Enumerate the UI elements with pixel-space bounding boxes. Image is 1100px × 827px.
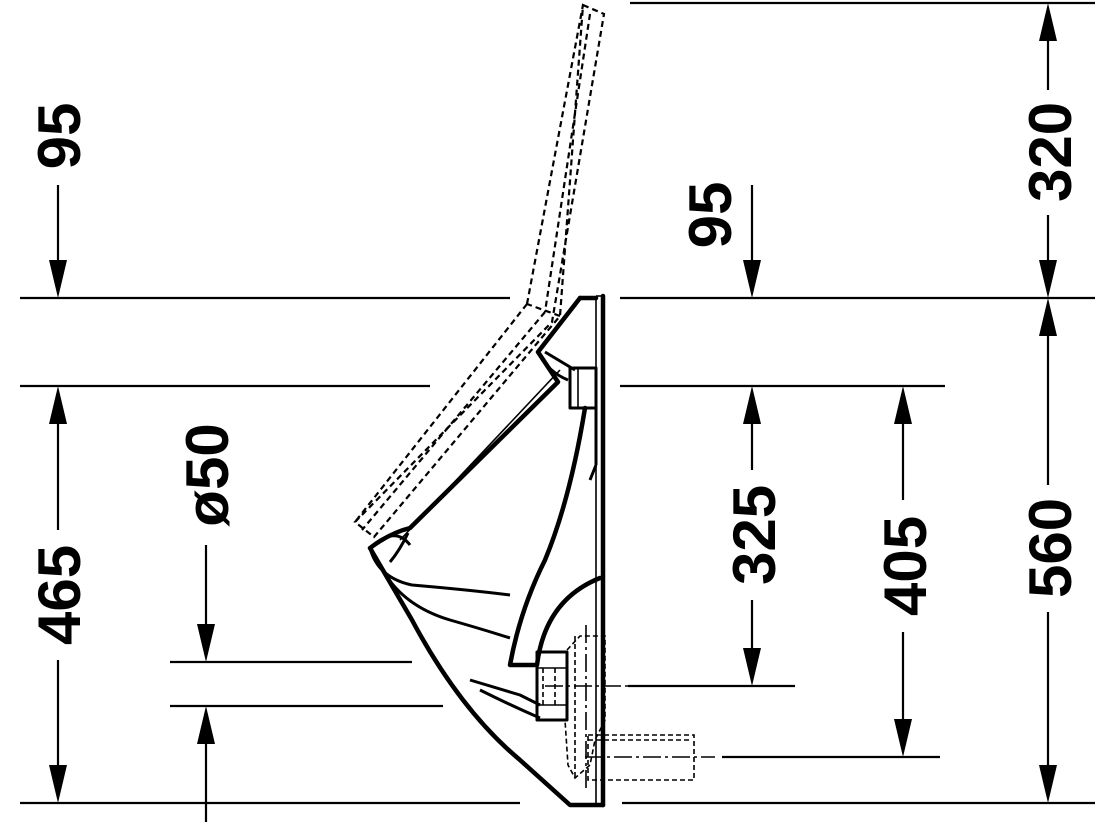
bowl-inner	[368, 547, 511, 597]
outer-shell	[367, 295, 606, 808]
dim-total-height: 560	[1017, 498, 1084, 598]
dim-diameter: ø50	[174, 423, 241, 526]
dim-left-height: 465	[26, 545, 93, 645]
inlet-connector	[568, 366, 598, 410]
extension-lines	[20, 1, 1095, 805]
lid-open-outline	[353, 3, 606, 539]
drain-pipe-hidden	[545, 625, 715, 790]
dim-top-left: 95	[26, 103, 93, 170]
rear-channel	[507, 405, 603, 668]
urinal-body	[367, 293, 606, 808]
dim-top-mid: 95	[677, 182, 744, 249]
dim-top-right: 320	[1017, 102, 1084, 202]
dim-inner-1: 325	[721, 485, 788, 585]
dim-inner-2: 405	[872, 516, 939, 616]
dimension-lines	[49, 3, 1057, 822]
dimension-labels: 95 465 ø50 95 325 405 320 560	[26, 102, 1084, 645]
